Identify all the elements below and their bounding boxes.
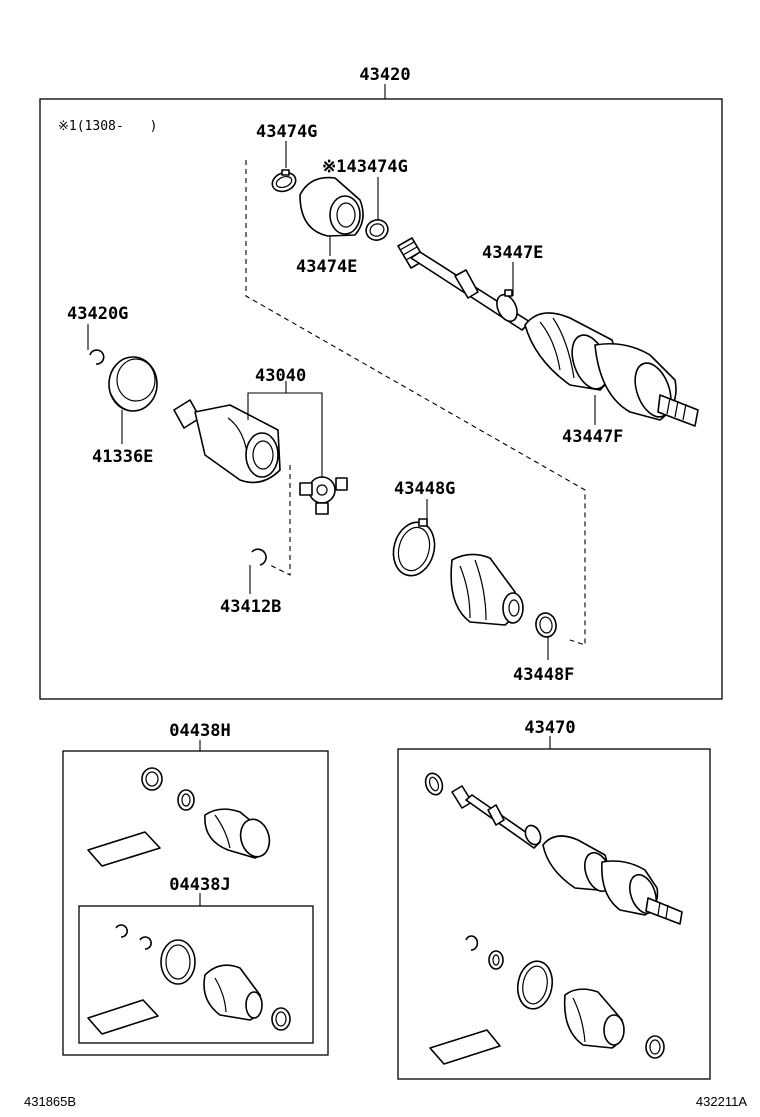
clamp-43474g-left[interactable]	[270, 169, 299, 194]
kit-j-ring-2[interactable]	[139, 936, 152, 950]
note-marker: ※1(1308- )	[58, 119, 158, 134]
main-assembly: 43420 ※1(1308- ) 43474G 43474E ※143474G	[39, 65, 723, 700]
kit-h-clamp-2[interactable]	[177, 789, 195, 811]
assembly-43470: 43470	[397, 718, 711, 1080]
label-43447e: 43447E	[482, 243, 543, 263]
outer-cv-joint[interactable]	[524, 312, 699, 427]
kit-j-clamp-large[interactable]	[160, 939, 196, 985]
alt-grease[interactable]	[429, 1029, 501, 1065]
kit-inner-frame	[78, 905, 314, 1044]
ring-43412b[interactable]	[251, 548, 267, 566]
kit-h-clamp-1[interactable]	[141, 767, 163, 791]
clamp-43448g[interactable]	[388, 518, 441, 581]
label-43412b: 43412B	[220, 597, 281, 617]
kit-j-clamp-small[interactable]	[271, 1007, 291, 1031]
label-43420: 43420	[359, 65, 410, 85]
label-43474g-left: 43474G	[256, 122, 317, 142]
clamp-43448f[interactable]	[534, 611, 558, 638]
label-43470: 43470	[524, 718, 575, 738]
alt-ring-1[interactable]	[465, 935, 479, 951]
kit-j-ring-1[interactable]	[115, 924, 128, 938]
footer-code-left: 431865B	[24, 1094, 76, 1109]
label-43420g: 43420G	[67, 304, 128, 324]
kit-j-boot[interactable]	[203, 964, 263, 1021]
kit-j-grease[interactable]	[87, 999, 159, 1035]
alt-clamp-small[interactable]	[645, 1035, 665, 1059]
alt-assembly-frame	[397, 748, 711, 1080]
clamp-43474g-right[interactable]	[363, 217, 391, 243]
label-04438j: 04438J	[169, 875, 230, 895]
label-04438h: 04438H	[169, 721, 230, 741]
label-43448g: 43448G	[394, 479, 455, 499]
main-assembly-frame	[39, 98, 723, 700]
alt-drive-shaft[interactable]	[451, 785, 544, 849]
label-43474e: 43474E	[296, 257, 357, 277]
dust-seal-41336e[interactable]	[108, 356, 158, 412]
boot-kit-04438h: 04438H 04438J	[62, 721, 329, 1056]
alt-outer-cv-joint[interactable]	[542, 835, 683, 925]
leader-43040	[247, 392, 323, 478]
inboard-joint-43040[interactable]	[173, 399, 281, 484]
guide-dashed-outer	[245, 160, 586, 646]
kit-h-grease[interactable]	[87, 831, 161, 867]
alt-boot[interactable]	[563, 988, 625, 1049]
label-43040: 43040	[255, 366, 306, 386]
inboard-boot[interactable]	[450, 553, 524, 626]
footer-code-right: 432211A	[696, 1094, 747, 1109]
tripod-joint[interactable]	[299, 476, 348, 515]
snap-ring-43420g[interactable]	[89, 349, 105, 365]
kit-outer-frame	[62, 750, 329, 1056]
label-41336e: 41336E	[92, 447, 153, 467]
guide-dashed-inner	[269, 465, 291, 576]
damper-43474e[interactable]	[299, 176, 364, 237]
alt-clamp-large[interactable]	[514, 958, 556, 1011]
alt-clamp-2[interactable]	[488, 950, 504, 970]
label-43474g-right: ※143474G	[322, 157, 408, 177]
label-43447f: 43447F	[562, 427, 623, 447]
kit-h-boot[interactable]	[204, 808, 274, 860]
clamp-43447e[interactable]	[493, 289, 521, 324]
label-43448f: 43448F	[513, 665, 574, 685]
alt-clamp-top[interactable]	[423, 771, 446, 797]
